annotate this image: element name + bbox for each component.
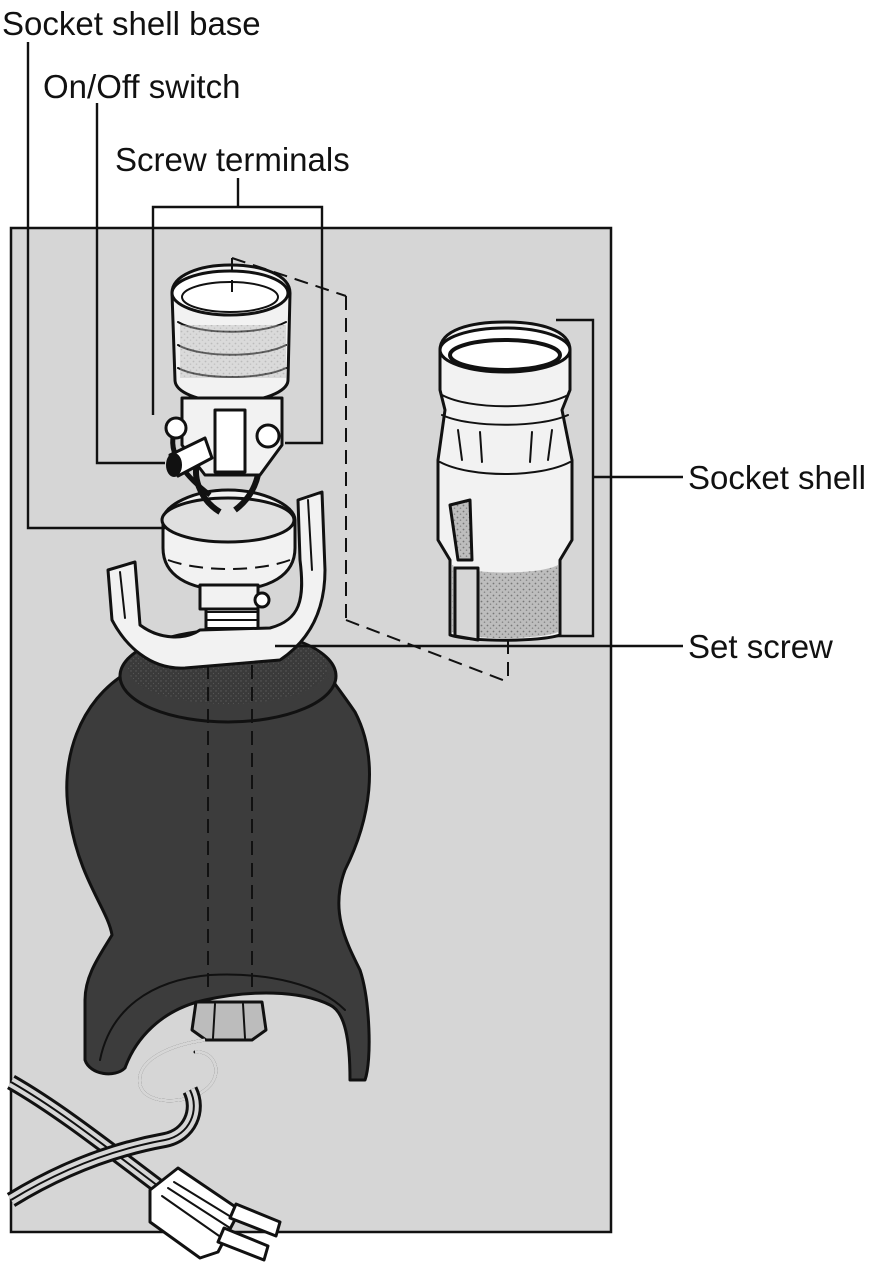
label-screw-terminals: Screw terminals <box>115 141 350 178</box>
leader-socket-shell-base <box>26 42 165 530</box>
plug-icon <box>148 1166 282 1262</box>
cord-knot <box>138 1038 218 1103</box>
socket-interior <box>164 263 292 478</box>
bottom-nut <box>190 1000 268 1042</box>
harp-bracket <box>106 490 327 670</box>
leader-screw-terminals <box>151 205 324 445</box>
label-set-screw: Set screw <box>688 628 833 665</box>
label-socket-shell-base: Socket shell base <box>2 5 261 42</box>
power-cord <box>6 1075 202 1207</box>
socket-shell-base <box>160 488 297 611</box>
leader-on-off-switch <box>95 103 165 465</box>
socket-shell <box>436 320 574 642</box>
label-on-off-switch: On/Off switch <box>43 68 240 105</box>
lamp-base-icon <box>65 628 371 1082</box>
label-socket-shell: Socket shell <box>688 459 866 496</box>
